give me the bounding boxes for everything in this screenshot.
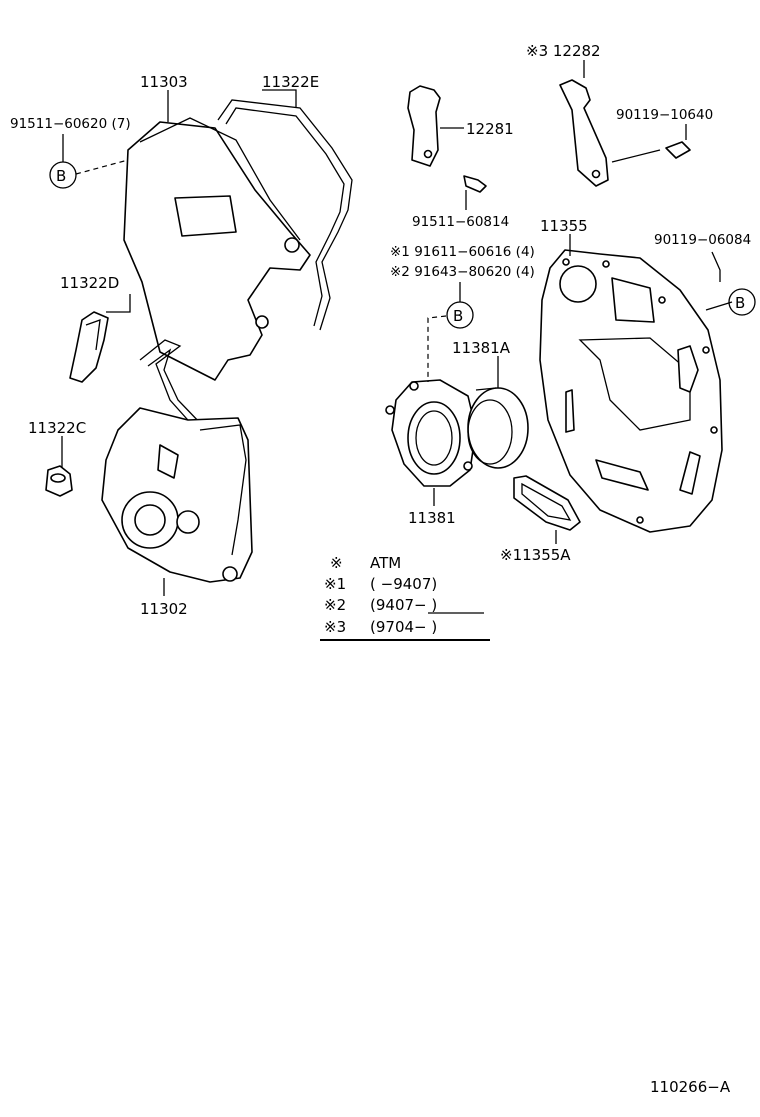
bracket-12281-illustration: [407, 85, 487, 193]
callout-b-left: B: [49, 161, 77, 189]
diagram-code: 110266−A: [650, 1078, 731, 1096]
part-label-11303: 11303: [140, 73, 188, 91]
part-label-91611-60616: ※1 91611−60616 (4): [390, 244, 535, 260]
legend-mark-0: ※: [330, 554, 343, 572]
oil-seal-retainer-11381-illustration: [385, 379, 477, 487]
part-label-91643-80620: ※2 91643−80620 (4): [390, 264, 535, 280]
part-label-90119-06084: 90119−06084: [654, 232, 751, 248]
legend-table: ※ ATM ※1 ( −9407) ※2 (9407− ) ※3 (9704− …: [320, 554, 490, 641]
gasket-11322d-illustration: [69, 311, 109, 383]
part-label-11302: 11302: [140, 600, 188, 618]
callout-b-middle-label: B: [453, 307, 463, 325]
gasket-11355a-illustration: [513, 475, 581, 531]
part-label-11381: 11381: [408, 509, 456, 527]
part-label-11322e: 11322E: [262, 73, 319, 91]
part-label-91511-60620: 91511−60620 (7): [10, 116, 131, 132]
part-label-11381a: 11381A: [452, 339, 511, 357]
part-label-11322d: 11322D: [60, 274, 119, 292]
legend-text-2: (9407− ): [370, 596, 437, 614]
lower-timing-cover-illustration: [101, 407, 253, 583]
grommet-11322c-illustration: [45, 465, 73, 497]
legend-text-1: ( −9407): [370, 575, 437, 593]
end-plate-11355-illustration: [539, 249, 723, 533]
legend-mark-3: ※3: [324, 618, 346, 636]
gasket-lower-strip-illustration: [139, 339, 204, 429]
bracket-12282-illustration: [559, 79, 691, 187]
part-label-11322c: 11322C: [28, 419, 86, 437]
part-label-90119-10640: 90119−10640: [616, 107, 713, 123]
part-label-91511-60814: 91511−60814: [412, 214, 509, 230]
upper-timing-cover-illustration: [123, 117, 311, 381]
callout-b-right: B: [728, 288, 756, 316]
callout-b-middle: B: [446, 301, 474, 329]
part-label-11355: 11355: [540, 217, 588, 235]
part-label-12281: 12281: [466, 120, 514, 138]
legend-mark-2: ※2: [324, 596, 346, 614]
callout-b-right-label: B: [735, 294, 745, 312]
legend-mark-1: ※1: [324, 575, 346, 593]
leader-lines: [61, 60, 733, 596]
gasket-11322e-illustration: [217, 99, 353, 331]
callout-b-left-label: B: [56, 167, 66, 185]
oil-seal-11381a-illustration: [467, 387, 529, 469]
legend-text-3: (9704− ): [370, 618, 437, 636]
part-label-12282: ※3 12282: [526, 42, 601, 60]
legend-text-0: ATM: [370, 554, 401, 572]
part-label-11355a: ※11355A: [500, 546, 571, 564]
